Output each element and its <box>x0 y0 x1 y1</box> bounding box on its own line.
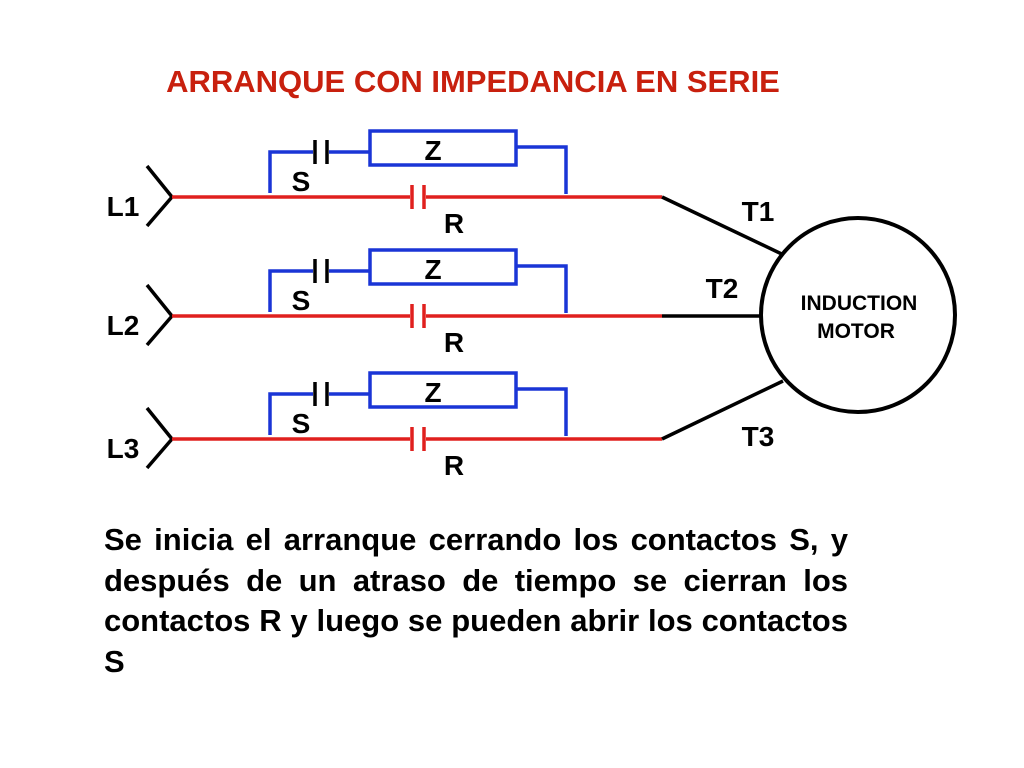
terminal-lead-t1 <box>661 195 789 259</box>
terminal-label-t2: T2 <box>706 273 739 304</box>
line-label: L2 <box>107 310 140 341</box>
impedance-box <box>368 129 518 167</box>
motor-label-line1: INDUCTION <box>801 292 918 315</box>
bypass-left-branch <box>268 392 313 435</box>
run-contact-label: R <box>444 450 464 481</box>
bypass-right-branch <box>516 387 568 436</box>
impedance-box <box>368 371 518 409</box>
bypass-right-branch <box>516 145 568 194</box>
start-contact-label: S <box>292 166 311 197</box>
line-label: L3 <box>107 433 140 464</box>
phase-1-circuit: Z S R L1 <box>107 129 662 239</box>
start-contact-label: S <box>292 408 311 439</box>
line-input-arrow <box>145 406 175 470</box>
impedance-box <box>368 248 518 286</box>
bypass-left-branch <box>268 150 313 193</box>
impedance-label: Z <box>424 135 441 166</box>
line-input-arrow <box>145 283 175 347</box>
motor-label-line2: MOTOR <box>817 320 895 343</box>
impedance-label: Z <box>424 377 441 408</box>
induction-motor <box>759 216 957 414</box>
line-input-arrow <box>145 164 175 228</box>
terminal-label-t1: T1 <box>742 196 775 227</box>
bypass-left-branch <box>268 269 313 312</box>
diagram-title: ARRANQUE CON IMPEDANCIA EN SERIE <box>166 64 780 99</box>
caption-text: Se inicia el arranque cerrando los conta… <box>104 522 848 679</box>
phase-2-circuit: Z S R L2 <box>107 248 662 358</box>
impedance-label: Z <box>424 254 441 285</box>
phase-3-circuit: Z S R L3 <box>107 371 662 481</box>
run-contact-label: R <box>444 208 464 239</box>
start-contact-label: S <box>292 285 311 316</box>
terminal-lead-t3 <box>661 379 784 441</box>
run-contact-label: R <box>444 327 464 358</box>
bypass-right-branch <box>516 264 568 313</box>
line-label: L1 <box>107 191 140 222</box>
terminal-label-t3: T3 <box>742 421 775 452</box>
